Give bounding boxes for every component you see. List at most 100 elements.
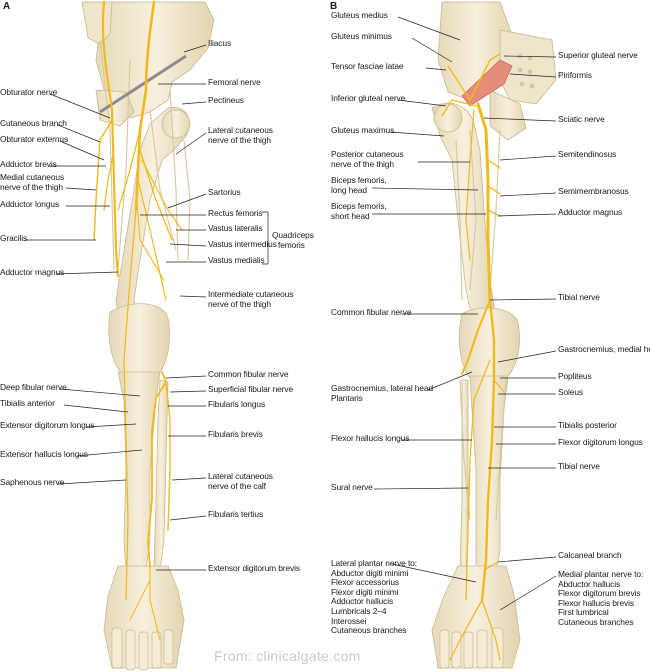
femoral-head-a (161, 109, 191, 139)
lateral-plantar-line-0: Lateral plantar nerve to: (331, 558, 417, 568)
label-tibial-nerve: Tibial nerve (558, 292, 600, 302)
muscle-strands-b (455, 129, 507, 521)
label-biceps-short-line1: Biceps femoris, (331, 201, 387, 211)
label-pectineus: Pectineus (208, 95, 244, 105)
nerves-a (93, 0, 183, 641)
label-sciatic-nerve: Sciatic nerve (558, 114, 605, 124)
label-tibial-nerve-2: Tibial nerve (558, 461, 600, 471)
label-biceps-long-line1: Biceps femoris, (331, 175, 387, 185)
medial-plantar-line-4: First lumbrical (558, 607, 609, 618)
label-deep-fibular-nerve: Deep fibular nerve (0, 382, 67, 392)
label-medial-plantar-nerve: Medial plantar nerve to: Abductor halluc… (558, 569, 644, 628)
label-lateral-cutaneous-calf-line2: nerve of the calf (208, 480, 266, 491)
pelvis-a (95, 1, 215, 119)
label-superior-gluteal-nerve: Superior gluteal nerve (558, 50, 638, 60)
label-posterior-cutaneous-line1: Posterior cutaneous (331, 149, 404, 159)
label-gluteus-maximus: Gluteus maximus (331, 125, 395, 135)
label-semimembranosus: Semimembranosus (558, 186, 629, 196)
panel-a-letter: A (3, 1, 11, 12)
label-quadriceps-line2: femoris (278, 239, 305, 250)
label-inferior-gluteal-nerve: Inferior gluteal nerve (331, 93, 406, 103)
label-extensor-digitorum-longus: Extensor digitorum longus (0, 420, 95, 430)
label-flexor-hallucis-longus: Flexor hallucis longus (331, 433, 410, 443)
muscle-strands-a (99, 39, 191, 271)
label-lateral-cutaneous-thigh-line1: Lateral cutaneous (208, 125, 273, 135)
ischium-b (489, 89, 527, 141)
label-lateral-cutaneous-thigh-line2: nerve of the thigh (208, 134, 271, 145)
label-adductor-longus: Adductor longus (0, 199, 60, 209)
label-quadriceps-femoris: Quadriceps femoris (272, 230, 314, 250)
label-gastrocnemius-lateral-line1: Gastrocnemius, lateral head (331, 383, 434, 393)
label-biceps-short-line2: short head (331, 210, 370, 221)
label-superficial-fibular-nerve: Superficial fibular nerve (208, 384, 294, 394)
leader-lines (25, 16, 557, 611)
label-vastus-medialis: Vastus medialis (208, 255, 265, 265)
label-obturator-nerve: Obturator nerve (0, 87, 58, 97)
label-iliacus: Iliacus (208, 38, 232, 48)
label-adductor-magnus-b: Adductor magnus (558, 207, 623, 217)
label-fibularis-brevis: Fibularis brevis (208, 429, 263, 439)
label-saphenous-nerve: Saphenous nerve (0, 477, 65, 487)
label-gastrocnemius-lateral-head: Gastrocnemius, lateral head Plantaris (331, 383, 434, 403)
medial-plantar-line-0: Medial plantar nerve to: (558, 569, 644, 579)
label-sartorius: Sartorius (208, 187, 241, 197)
label-fibularis-tertius: Fibularis tertius (208, 509, 264, 519)
label-intermediate-cutaneous-line2: nerve of the thigh (208, 298, 271, 309)
label-vastus-lateralis: Vastus lateralis (208, 223, 263, 233)
label-popliteus: Popliteus (558, 371, 592, 381)
label-lateral-plantar-nerve: Lateral plantar nerve to: Abductor digit… (331, 558, 417, 636)
label-lateral-cutaneous-calf-line1: Lateral cutaneous (208, 471, 273, 481)
label-tibialis-anterior: Tibialis anterior (0, 398, 55, 408)
lateral-plantar-line-7: Cutaneous branches (331, 625, 407, 636)
medial-plantar-line-1: Abductor hallucis (558, 578, 621, 589)
lateral-plantar-line-6: Interossei (331, 615, 367, 626)
label-common-fibular-nerve-b: Common fibular nerve (331, 307, 412, 317)
label-posterior-cutaneous-thigh: Posterior cutaneous nerve of the thigh (331, 149, 404, 169)
label-gluteus-medius: Gluteus medius (331, 10, 388, 20)
femoral-head-b (433, 103, 463, 133)
label-femoral-nerve: Femoral nerve (208, 77, 261, 87)
vertebra-a (81, 1, 113, 45)
label-tensor-fasciae-latae: Tensor fasciae latae (331, 61, 404, 71)
label-soleus: Soleus (558, 387, 584, 397)
lateral-plantar-line-3: Flexor digiti minimi (331, 586, 399, 597)
medial-plantar-line-2: Flexor digitorum brevis (558, 588, 641, 599)
lateral-plantar-line-1: Abductor digiti minimi (331, 567, 409, 578)
label-medial-cutaneous-line1: Medial cutaneous (0, 172, 65, 182)
pubis-a (95, 89, 135, 127)
label-biceps-femoris-short-head: Biceps femoris, short head (331, 201, 387, 221)
fibula-a (153, 379, 169, 571)
panel-a-skeleton (81, 1, 215, 669)
label-intermediate-cutaneous-line1: Intermediate cutaneous (208, 289, 294, 299)
label-biceps-femoris-long-head: Biceps femoris, long head (331, 175, 387, 195)
label-adductor-magnus: Adductor magnus (0, 267, 65, 277)
source-watermark: From: clinicalgate.com (214, 648, 361, 664)
label-rectus-femoris: Rectus femoris (208, 208, 263, 218)
knee-b (458, 307, 520, 379)
label-vastus-intermedius: Vastus intermedius (208, 239, 277, 249)
label-common-fibular-nerve: Common fibular nerve (208, 369, 289, 379)
femur-a (115, 107, 190, 327)
label-lateral-cutaneous-calf: Lateral cutaneous nerve of the calf (208, 471, 273, 491)
label-posterior-cutaneous-line2: nerve of the thigh (331, 158, 394, 169)
label-fibularis-longus: Fibularis longus (208, 399, 266, 409)
label-extensor-hallucis-longus: Extensor hallucis longus (0, 449, 88, 459)
knee-a (108, 303, 170, 375)
label-cutaneous-branch: Cutaneous branch (0, 118, 67, 128)
label-adductor-brevis: Adductor brevis (0, 159, 57, 169)
label-obturator-externus: Obturator externus (0, 134, 69, 144)
label-flexor-digitorum-longus: Flexor digitorum longus (558, 437, 643, 447)
label-lateral-cutaneous-thigh: Lateral cutaneous nerve of the thigh (208, 125, 273, 145)
medial-plantar-line-3: Flexor hallucis brevis (558, 597, 634, 608)
label-plantaris: Plantaris (331, 392, 363, 403)
panel-b-letter: B (330, 1, 338, 12)
label-gluteus-minimus: Gluteus minimus (331, 31, 392, 41)
label-quadriceps-line1: Quadriceps (272, 230, 314, 240)
label-extensor-digitorum-brevis: Extensor digitorum brevis (208, 563, 300, 573)
label-calcaneal-branch: Calcaneal branch (558, 550, 622, 560)
label-medial-cutaneous-thigh: Medial cutaneous nerve of the thigh (0, 172, 65, 192)
lateral-plantar-line-5: Lumbricals 2–4 (331, 605, 387, 616)
tibia-a (117, 371, 161, 573)
lateral-plantar-line-4: Adductor hallucis (331, 596, 394, 607)
